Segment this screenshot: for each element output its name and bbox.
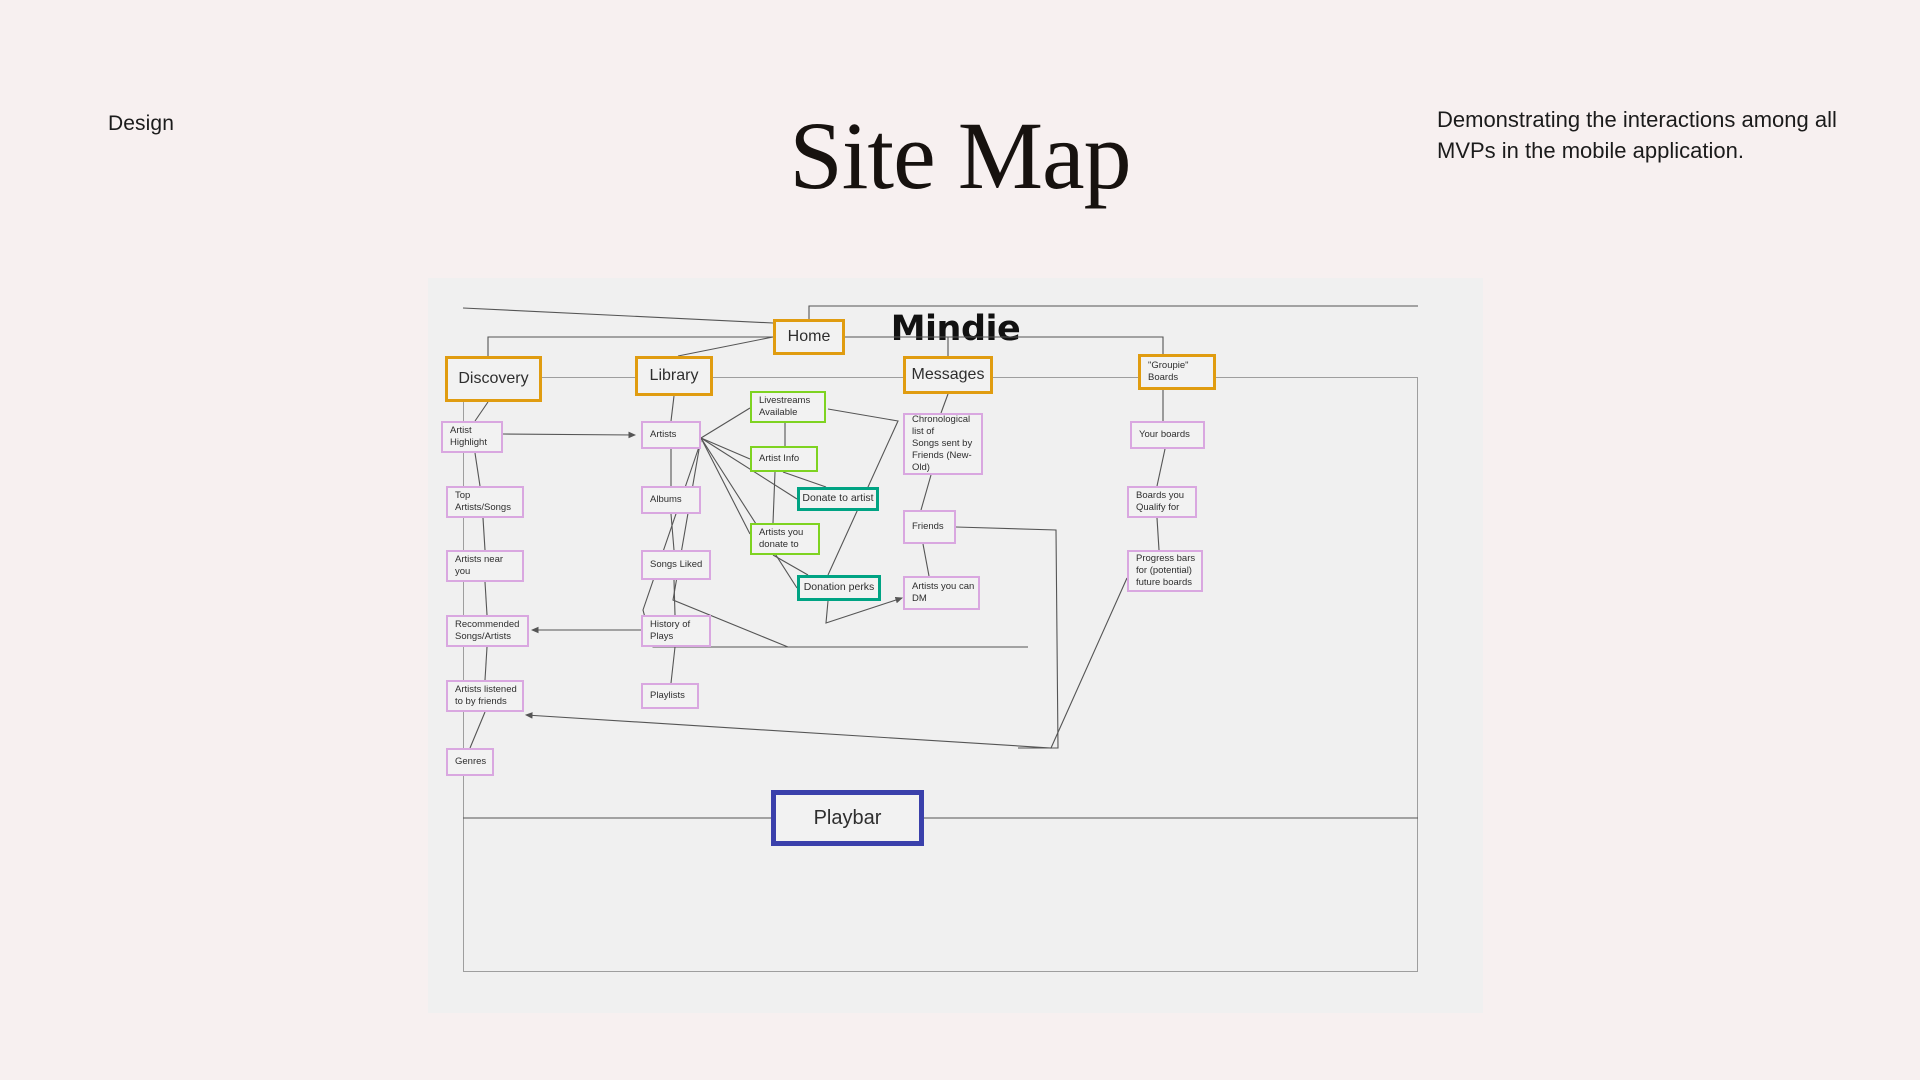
- node-library[interactable]: Library: [635, 356, 713, 396]
- node-boards-qualify[interactable]: Boards you Qualify for: [1127, 486, 1197, 518]
- node-label: Donate to artist: [802, 492, 874, 505]
- node-label: Genres: [455, 755, 487, 767]
- node-artists-friends[interactable]: Artists listened to by friends: [446, 680, 524, 712]
- header-description: Demonstrating the interactions among all…: [1437, 107, 1837, 164]
- node-discovery[interactable]: Discovery: [445, 356, 542, 402]
- node-label: Discovery: [458, 370, 529, 387]
- node-label: Artist Info: [759, 452, 800, 464]
- node-history-plays[interactable]: History of Plays: [641, 615, 711, 647]
- node-genres[interactable]: Genres: [446, 748, 494, 776]
- node-home[interactable]: Home: [773, 319, 845, 355]
- header-eyebrow: Design: [108, 112, 174, 135]
- node-label: Home: [787, 328, 831, 345]
- node-messages[interactable]: Messages: [903, 356, 993, 394]
- node-label: Your boards: [1139, 428, 1190, 440]
- node-label: Donation perks: [803, 581, 875, 594]
- node-playbar[interactable]: Playbar: [771, 790, 924, 846]
- node-label: Progress bars for (potential) future boa…: [1136, 552, 1196, 589]
- node-albums[interactable]: Albums: [641, 486, 701, 514]
- node-artists[interactable]: Artists: [641, 421, 701, 449]
- node-label: Playlists: [650, 689, 685, 701]
- node-label: Livestreams Available: [759, 394, 811, 418]
- node-label: Artists you can DM: [912, 580, 975, 604]
- page-title: Site Map: [789, 102, 1131, 209]
- node-progress-bars[interactable]: Progress bars for (potential) future boa…: [1127, 550, 1203, 592]
- node-label: Songs Liked: [650, 558, 703, 570]
- node-label: Messages: [911, 366, 985, 383]
- node-donation-perks[interactable]: Donation perks: [797, 575, 881, 601]
- node-chronological[interactable]: Chronological list of Songs sent by Frie…: [903, 413, 983, 475]
- diagram-canvas: Mindie: [428, 278, 1483, 1013]
- node-label: Artists listened to by friends: [455, 683, 517, 707]
- node-top-artists[interactable]: Top Artists/Songs: [446, 486, 524, 518]
- node-artist-info[interactable]: Artist Info: [750, 446, 818, 472]
- node-artists-dm[interactable]: Artists you can DM: [903, 576, 980, 610]
- node-label: Artist Highlight: [450, 424, 487, 448]
- node-donate-artist[interactable]: Donate to artist: [797, 487, 879, 511]
- node-label: History of Plays: [650, 618, 691, 642]
- node-label: Playbar: [813, 806, 882, 829]
- node-your-boards[interactable]: Your boards: [1130, 421, 1205, 449]
- node-label: Chronological list of Songs sent by Frie…: [912, 413, 973, 474]
- node-artists-near[interactable]: Artists near you: [446, 550, 524, 582]
- node-label: Artists near you: [455, 553, 504, 577]
- node-label: Boards you Qualify for: [1136, 489, 1185, 513]
- node-label: Recommended Songs/Artists: [455, 618, 520, 642]
- node-groupie-boards[interactable]: "Groupie" Boards: [1138, 354, 1216, 390]
- node-recommended[interactable]: Recommended Songs/Artists: [446, 615, 529, 647]
- node-artist-highlight[interactable]: Artist Highlight: [441, 421, 503, 453]
- node-label: Albums: [650, 493, 682, 505]
- node-label: Artists: [650, 428, 677, 440]
- node-label: Friends: [912, 520, 944, 532]
- node-playlists[interactable]: Playlists: [641, 683, 699, 709]
- diagram-title: Mindie: [890, 309, 1021, 349]
- node-friends[interactable]: Friends: [903, 510, 956, 544]
- node-artists-donate[interactable]: Artists you donate to: [750, 523, 820, 555]
- node-label: Library: [649, 367, 699, 384]
- node-label: "Groupie" Boards: [1148, 359, 1189, 383]
- node-songs-liked[interactable]: Songs Liked: [641, 550, 711, 580]
- node-label: Artists you donate to: [759, 526, 804, 550]
- node-label: Top Artists/Songs: [455, 489, 511, 513]
- node-livestreams[interactable]: Livestreams Available: [750, 391, 826, 423]
